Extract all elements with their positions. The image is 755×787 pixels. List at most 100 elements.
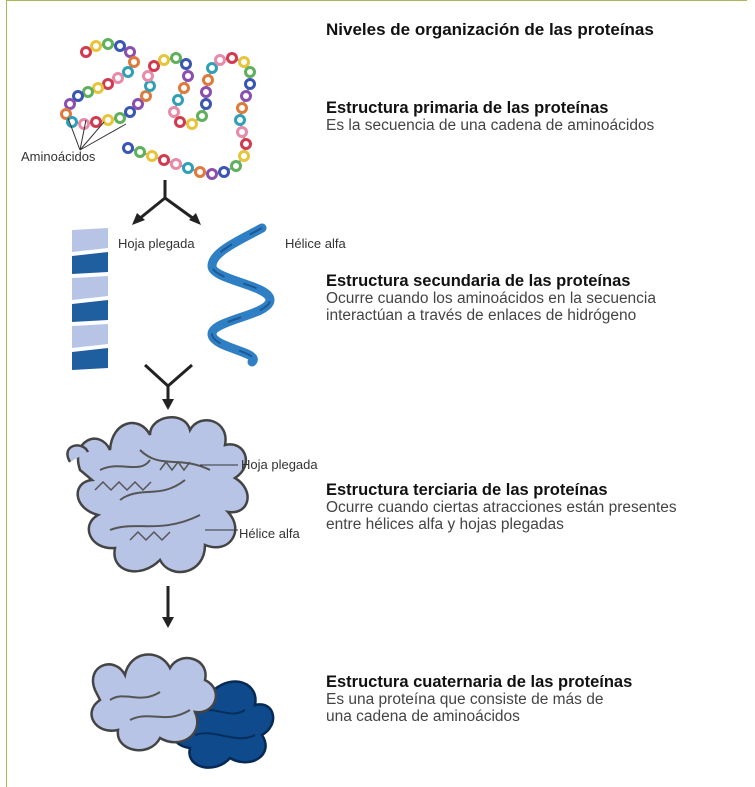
page-title: Niveles de organización de las proteínas — [326, 20, 654, 39]
amino-acid-bead — [90, 116, 102, 128]
amino-acid-bead — [134, 146, 146, 158]
amino-acid-bead — [206, 168, 218, 180]
down-arrow — [162, 586, 174, 628]
amino-acid-bead — [236, 102, 248, 114]
amino-acid-bead — [132, 98, 144, 110]
amino-acid-bead — [244, 78, 256, 90]
amino-acid-bead — [230, 160, 242, 172]
amino-acid-bead — [112, 72, 124, 84]
merge-arrow — [143, 363, 193, 410]
amino-acid-bead — [182, 162, 194, 174]
amino-acid-bead — [234, 114, 246, 126]
split-arrow — [132, 180, 201, 225]
tertiary-structure-text: Estructura terciaria de las proteínas Oc… — [326, 481, 677, 533]
amino-acid-bead — [240, 90, 252, 102]
tertiary-pointers — [200, 464, 238, 531]
amino-acid-bead — [182, 70, 194, 82]
pleated-sheet-strand — [72, 252, 108, 274]
amino-acid-pointers — [67, 117, 127, 151]
alpha-helix-illustration — [207, 223, 275, 367]
pleated-sheet-strand — [72, 228, 108, 252]
secondary-structure-heading: Estructura secundaria de las proteínas — [326, 272, 631, 290]
amino-acid-bead — [64, 98, 76, 110]
amino-acid-bead — [240, 138, 252, 150]
diagram-frame — [6, 0, 747, 761]
primary-structure-text: Estructura primaria de las proteínas Es … — [326, 99, 654, 134]
amino-acid-bead — [196, 110, 208, 122]
quaternary-structure-description-line-2: una cadena de aminoácidos — [326, 708, 520, 725]
amino-acid-bead — [218, 166, 230, 178]
amino-acid-bead — [200, 98, 212, 110]
pleated-sheet-strand — [72, 348, 108, 370]
amino-acid-bead — [170, 52, 182, 64]
amino-acid-bead — [236, 126, 248, 138]
amino-acid-chain — [60, 38, 256, 180]
amino-acid-bead — [124, 106, 136, 118]
amino-acid-bead — [122, 142, 134, 154]
amino-acid-bead — [92, 82, 104, 94]
primary-structure-description: Es la secuencia de una cadena de aminoác… — [326, 117, 655, 134]
amino-acid-bead — [148, 60, 160, 72]
amino-acid-bead — [114, 40, 126, 52]
quaternary-structure-illustration — [90, 653, 275, 769]
amino-acid-bead — [202, 74, 214, 86]
amino-acid-bead — [144, 80, 156, 92]
amino-acid-bead — [170, 158, 182, 170]
amino-acid-bead — [226, 52, 238, 64]
amino-acid-bead — [80, 46, 92, 58]
pleated-sheet-strand — [72, 324, 108, 348]
secondary-structure-description-line-2: interactúan a través de enlaces de hidró… — [326, 307, 637, 324]
tertiary-structure-description-line-1: Ocurre cuando ciertas atracciones están … — [326, 499, 677, 516]
amino-acid-bead — [124, 46, 136, 58]
pleated-sheet-label: Hoja plegada — [118, 236, 195, 251]
amino-acids-label: Aminoácidos — [21, 149, 96, 164]
frame-edge — [6, 760, 7, 787]
pleated-sheet-strand — [72, 300, 108, 322]
amino-acid-bead — [158, 54, 170, 66]
pleated-sheet-strand — [72, 276, 108, 300]
amino-acid-bead — [78, 118, 90, 130]
amino-acid-bead — [172, 94, 184, 106]
alpha-helix-label: Hélice alfa — [285, 236, 346, 251]
secondary-structure-description-line-1: Ocurre cuando los aminoácidos en la secu… — [326, 290, 656, 307]
amino-acid-bead — [102, 114, 114, 126]
amino-acid-bead — [186, 118, 198, 130]
tertiary-structure-heading: Estructura terciaria de las proteínas — [326, 481, 608, 499]
amino-acid-bead — [114, 112, 126, 124]
tertiary-pleated-sheet-label: Hoja plegada — [241, 457, 318, 472]
amino-acid-bead — [180, 58, 192, 70]
secondary-structure-text: Estructura secundaria de las proteínas O… — [326, 272, 656, 324]
amino-acid-bead — [200, 86, 212, 98]
amino-acid-bead — [140, 90, 152, 102]
amino-acid-bead — [142, 70, 154, 82]
amino-acid-bead — [66, 116, 78, 128]
quaternary-structure-description-line-1: Es una proteína que consiste de más de — [326, 691, 604, 708]
amino-acid-bead — [238, 56, 250, 68]
quaternary-structure-text: Estructura cuaternaria de las proteínas … — [326, 673, 632, 725]
amino-acid-bead — [158, 154, 170, 166]
amino-acid-bead — [122, 66, 134, 78]
primary-structure-heading: Estructura primaria de las proteínas — [326, 99, 609, 117]
amino-acid-bead — [238, 150, 250, 162]
amino-acid-bead — [72, 90, 84, 102]
amino-acid-bead — [168, 106, 180, 118]
quaternary-structure-heading: Estructura cuaternaria de las proteínas — [326, 673, 633, 691]
amino-acid-bead — [194, 166, 206, 178]
amino-acid-bead — [214, 54, 226, 66]
amino-acid-bead — [102, 38, 114, 50]
amino-acid-bead — [102, 78, 114, 90]
amino-acid-bead — [178, 82, 190, 94]
pleated-sheet-illustration — [72, 228, 108, 370]
tertiary-alpha-helix-label: Hélice alfa — [239, 526, 300, 541]
tertiary-structure-illustration — [66, 416, 249, 574]
amino-acid-bead — [146, 150, 158, 162]
amino-acid-bead — [206, 62, 218, 74]
tertiary-structure-description-line-2: entre hélices alfa y hojas plegadas — [326, 516, 564, 533]
amino-acid-bead — [90, 40, 102, 52]
amino-acid-bead — [82, 86, 94, 98]
amino-acid-bead — [244, 66, 256, 78]
amino-acid-bead — [60, 108, 72, 120]
amino-acid-bead — [128, 56, 140, 68]
amino-acid-bead — [174, 116, 186, 128]
